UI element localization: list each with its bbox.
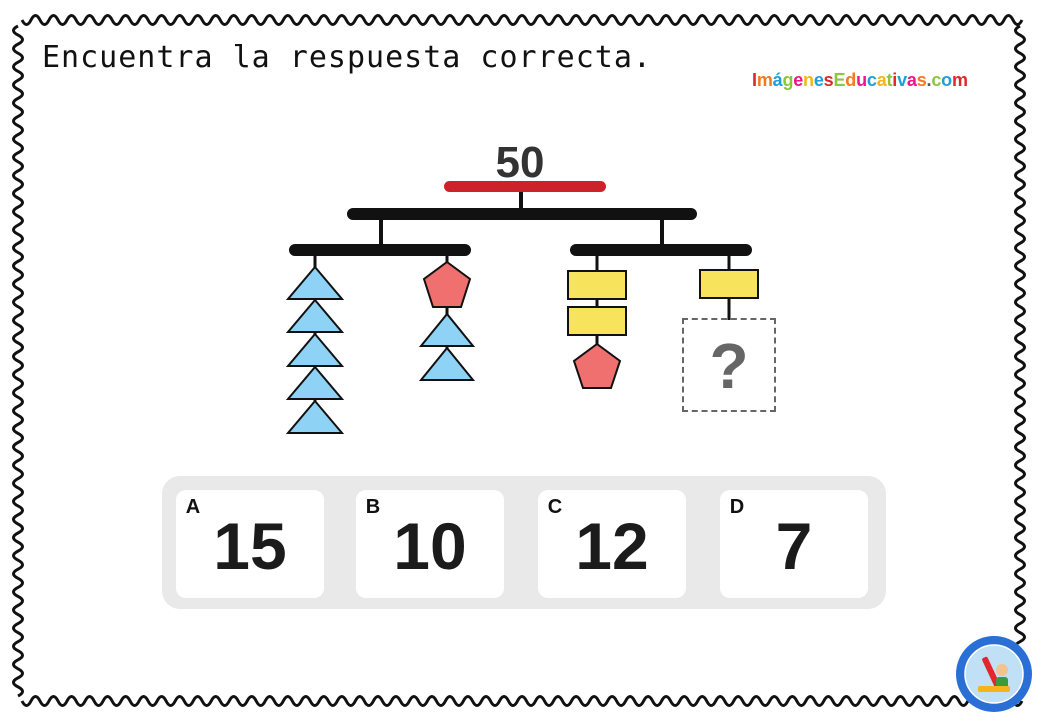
triangle-weight bbox=[418, 346, 476, 381]
frame-edge bbox=[12, 24, 24, 698]
frame-edge bbox=[20, 14, 1024, 26]
rectangle-weight bbox=[567, 270, 627, 300]
triangle-weight bbox=[285, 365, 345, 400]
logo-letter: I bbox=[752, 70, 757, 90]
option-value: 15 bbox=[213, 509, 287, 583]
right-sub-bar bbox=[570, 244, 752, 256]
triangle-weight bbox=[285, 298, 345, 333]
triangle-weight bbox=[285, 399, 345, 434]
rectangle-weight bbox=[699, 269, 759, 299]
frame-edge bbox=[20, 695, 1024, 707]
logo-letter: c bbox=[931, 70, 942, 90]
logo-letter: E bbox=[833, 70, 846, 90]
triangle-weight bbox=[285, 332, 345, 367]
answer-options-panel: A 15 B 10 C 12 D 7 bbox=[162, 476, 886, 609]
triangle-weight bbox=[285, 265, 345, 300]
triangle-weight bbox=[418, 312, 476, 347]
logo-letter: s bbox=[823, 70, 834, 90]
logo-letter: s bbox=[916, 70, 927, 90]
frame-edge bbox=[1014, 24, 1026, 698]
option-letter: D bbox=[729, 496, 745, 518]
logo-letter: e bbox=[813, 70, 824, 90]
option-d[interactable]: D 7 bbox=[720, 490, 868, 598]
left-sub-bar bbox=[289, 244, 471, 256]
option-value: 7 bbox=[775, 509, 813, 583]
unknown-weight-box: ? bbox=[682, 318, 776, 412]
logo-letter: u bbox=[856, 70, 867, 90]
logo-letter: a bbox=[906, 70, 917, 90]
logo-letter: . bbox=[926, 70, 932, 90]
option-value: 10 bbox=[393, 509, 467, 583]
option-a[interactable]: A 15 bbox=[176, 490, 324, 598]
logo-letter: i bbox=[892, 70, 898, 90]
logo-letter: m bbox=[756, 70, 773, 90]
site-logo: ImágenesEducativas.com bbox=[752, 70, 968, 91]
logo-letter: v bbox=[897, 70, 907, 90]
pentagon-weight bbox=[422, 260, 472, 308]
option-value: 12 bbox=[575, 509, 649, 583]
logo-letter: á bbox=[772, 70, 783, 90]
option-letter: A bbox=[185, 496, 201, 518]
logo-letter: o bbox=[941, 70, 952, 90]
option-c[interactable]: C 12 bbox=[538, 490, 686, 598]
total-bar bbox=[444, 181, 606, 192]
logo-letter: c bbox=[866, 70, 877, 90]
pentagon-weight bbox=[572, 342, 622, 389]
total-value: 50 bbox=[495, 138, 545, 187]
logo-letter: g bbox=[782, 70, 794, 90]
option-letter: B bbox=[365, 496, 381, 518]
logo-letter: e bbox=[793, 70, 804, 90]
site-seal-icon bbox=[956, 636, 1032, 712]
option-b[interactable]: B 10 bbox=[356, 490, 504, 598]
rectangle-weight bbox=[567, 306, 627, 336]
logo-letter: d bbox=[845, 70, 857, 90]
logo-letter: t bbox=[886, 70, 893, 90]
instruction-title: Encuentra la respuesta correcta. bbox=[42, 40, 652, 75]
option-letter: C bbox=[547, 496, 563, 518]
logo-letter: m bbox=[951, 70, 968, 90]
logo-letter: n bbox=[803, 70, 814, 90]
main-bar bbox=[347, 208, 697, 220]
logo-letter: a bbox=[876, 70, 887, 90]
